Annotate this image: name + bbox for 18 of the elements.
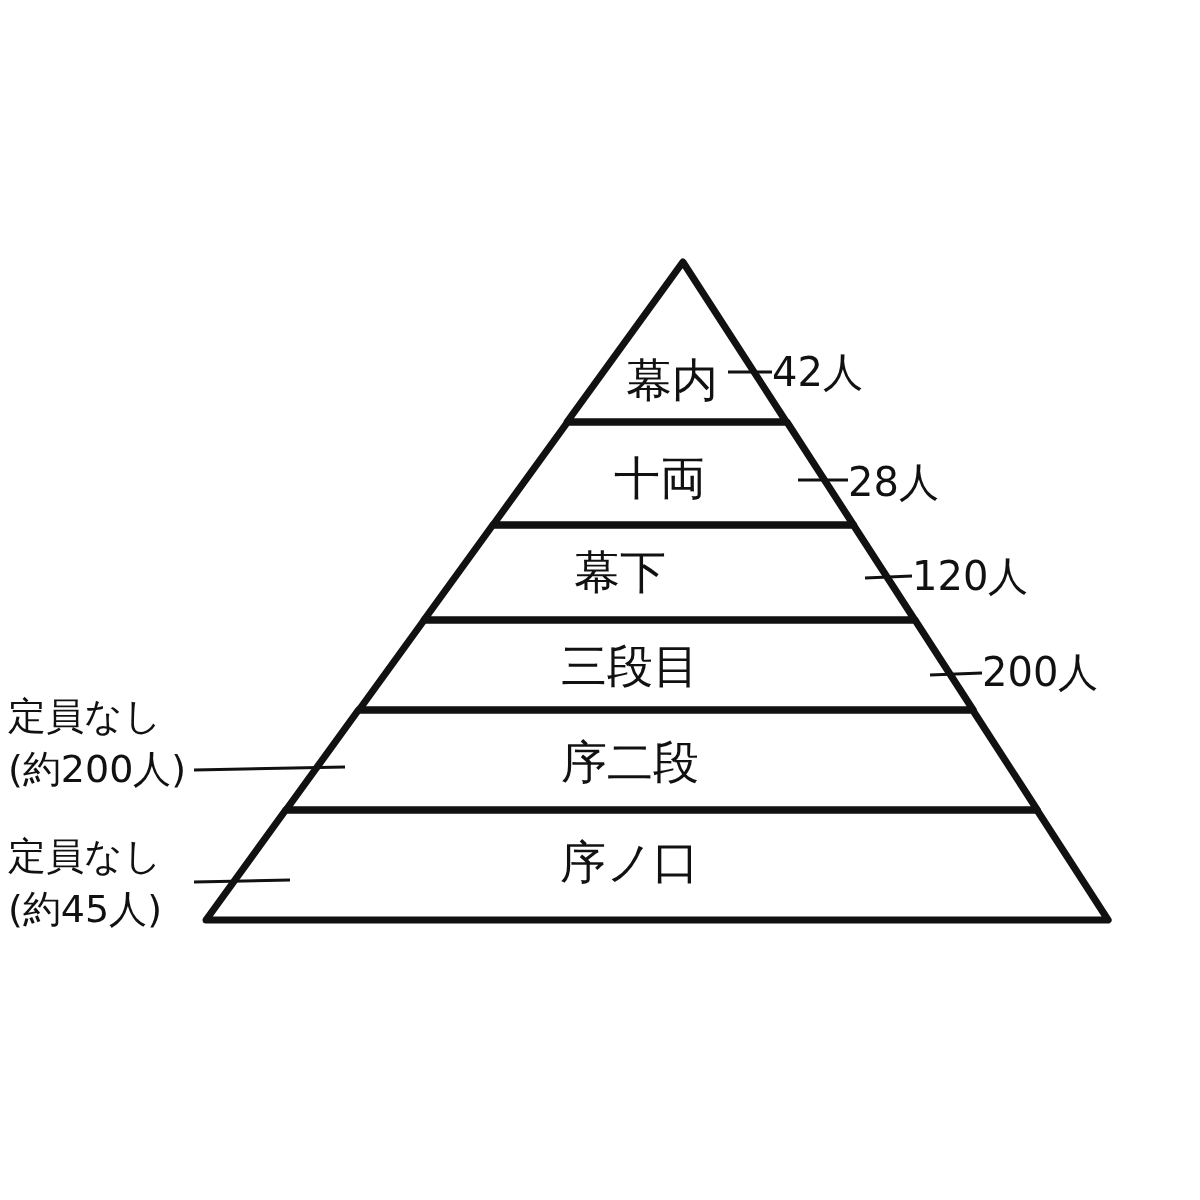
tier-label: 幕下 bbox=[574, 549, 666, 595]
tier-label: 十両 bbox=[614, 455, 706, 501]
count-label: 200人 bbox=[982, 652, 1099, 692]
count-label: 28人 bbox=[848, 462, 939, 502]
tier-label: 序ノ口 bbox=[560, 839, 700, 885]
note-label: 定員なし(約45人) bbox=[8, 830, 194, 937]
tier-label: 三段目 bbox=[561, 643, 699, 689]
leader-line bbox=[193, 765, 346, 772]
leader-line bbox=[864, 574, 913, 580]
tier-label: 序二段 bbox=[561, 739, 699, 785]
leader-line bbox=[193, 878, 291, 884]
count-label: 120人 bbox=[912, 556, 1029, 596]
leader-line bbox=[798, 478, 848, 482]
count-label: 42人 bbox=[772, 352, 863, 392]
note-label: 定員なし(約200人) bbox=[8, 690, 194, 797]
pyramid-tier bbox=[202, 806, 1113, 924]
leader-line bbox=[929, 671, 983, 677]
tier-label: 幕内 bbox=[626, 357, 718, 403]
